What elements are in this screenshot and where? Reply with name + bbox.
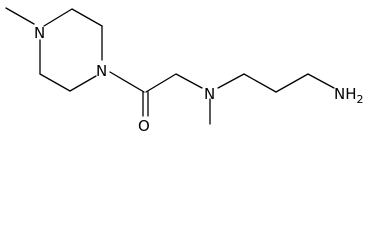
bond-ch2-n	[175, 73, 203, 89]
bond-ring-lower-left-left	[39, 73, 71, 92]
atom-label-carbonyl-oxygen: O	[138, 117, 150, 132]
bond-chain-2-3	[275, 73, 309, 93]
bond-lines	[5, 7, 335, 125]
atom-label-piperazine-n-bottom: N	[96, 62, 107, 80]
bond-ring-ntop-upper-right	[43, 8, 73, 27]
bond-n-chain-1	[217, 73, 245, 89]
chemical-structure: N N O N NH2	[5, 7, 364, 132]
atom-label-tertiary-amine-n: N	[204, 85, 215, 103]
atom-labels: N N O N NH2	[34, 24, 364, 132]
terminal-amine-main: NH	[334, 85, 357, 103]
bond-chain-3-nh2	[307, 73, 335, 89]
bond-ring-nbottom-lower-left	[69, 75, 97, 92]
bond-ring-upper-right-right	[71, 8, 103, 27]
bond-methyl-n-top	[5, 7, 35, 25]
bond-carbonyl-ch2	[145, 73, 177, 93]
bond-chain-1-2	[243, 73, 277, 93]
bond-nbottom-carbonyl	[109, 71, 145, 93]
terminal-amine-subscript: 2	[357, 93, 364, 106]
atom-label-terminal-amine: NH2	[334, 85, 364, 106]
atom-label-piperazine-n-top: N	[34, 24, 45, 42]
